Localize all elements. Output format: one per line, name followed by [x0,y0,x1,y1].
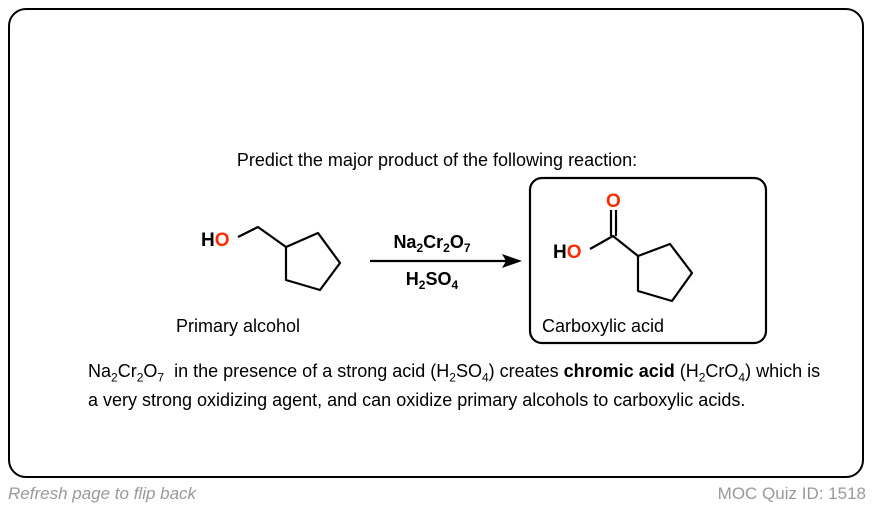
alcohol-chain-bonds [237,225,287,248]
alcohol-hydroxyl: HO [201,230,230,251]
acid-cyclopentane-ring [636,242,694,303]
primary-alcohol-structure [237,225,342,292]
flip-back-hint: Refresh page to flip back [8,484,197,503]
explanation-text: Na2Cr2O7 in the presence of a strong aci… [88,361,821,410]
reagent-top: Na2Cr2O7 [393,232,470,255]
carboxylic-acid-structure [589,210,694,303]
carbonyl-oxygen: O [606,191,621,212]
chromic-acid-term: chromic acid [563,361,675,381]
quiz-card[interactable] [8,8,864,478]
reagent-bottom: H2SO4 [406,269,459,292]
acid-chain-bonds [589,234,639,257]
arrow-head [502,254,522,268]
product-label: Carboxylic acid [542,316,665,336]
product-answer-box [528,176,768,345]
acid-hydroxyl: HO [553,242,582,263]
quiz-id: MOC Quiz ID: 1518 [717,484,866,503]
question-text: Predict the major product of the followi… [236,150,638,170]
reactant-label: Primary alcohol [176,316,301,336]
alcohol-cyclopentane-ring [284,231,342,292]
